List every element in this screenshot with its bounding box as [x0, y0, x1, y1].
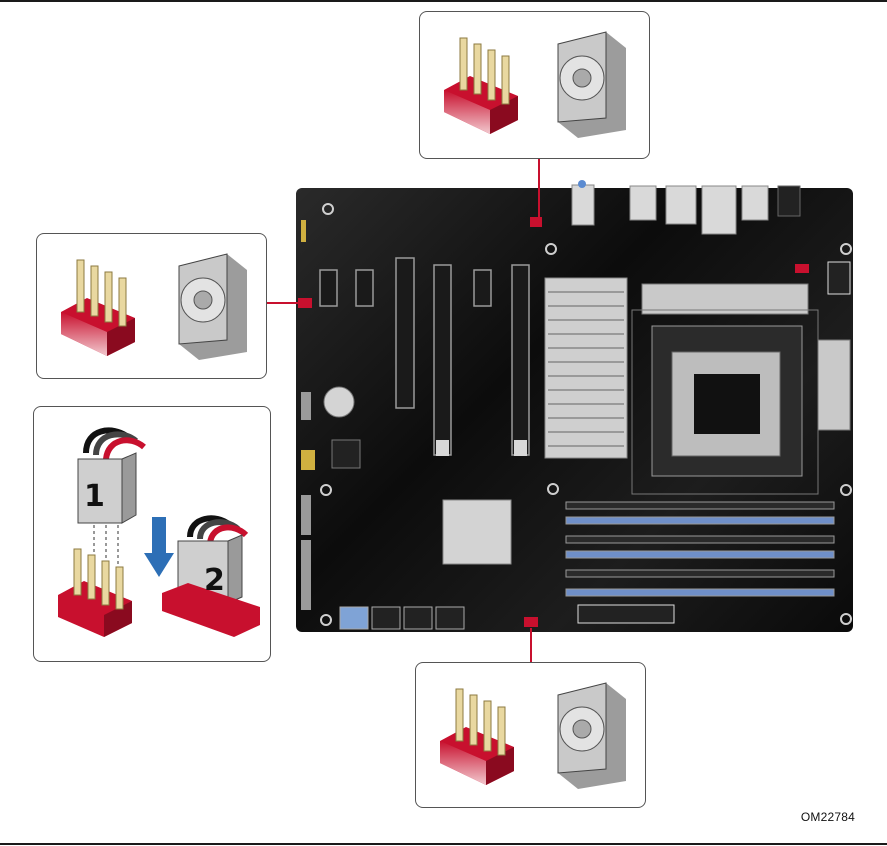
left-leader-line: [266, 302, 299, 304]
fan-icon: [552, 681, 632, 791]
fan-header-icon: [52, 545, 152, 635]
top-leader-line: [538, 158, 540, 218]
fan-icon: [552, 30, 632, 140]
rear-fan-header: [530, 217, 542, 227]
left-fan-callout: [36, 233, 267, 379]
step-two-label: 2: [204, 563, 225, 598]
fan-connector-icon: [70, 419, 150, 529]
figure-id-label: OM22784: [801, 810, 855, 824]
front-fan-header: [298, 298, 312, 308]
step-one-label: 1: [84, 479, 105, 514]
fan-header-icon: [55, 256, 155, 356]
aux-fan-header: [524, 617, 538, 627]
fan-icon: [173, 252, 253, 362]
top-fan-callout: [419, 11, 650, 159]
fan-header-icon: [434, 685, 534, 785]
fan-header-icon: [438, 34, 538, 134]
connection-steps-callout: 1 2: [33, 406, 271, 662]
bottom-fan-callout: [415, 662, 646, 808]
bottom-leader-line: [530, 628, 532, 662]
